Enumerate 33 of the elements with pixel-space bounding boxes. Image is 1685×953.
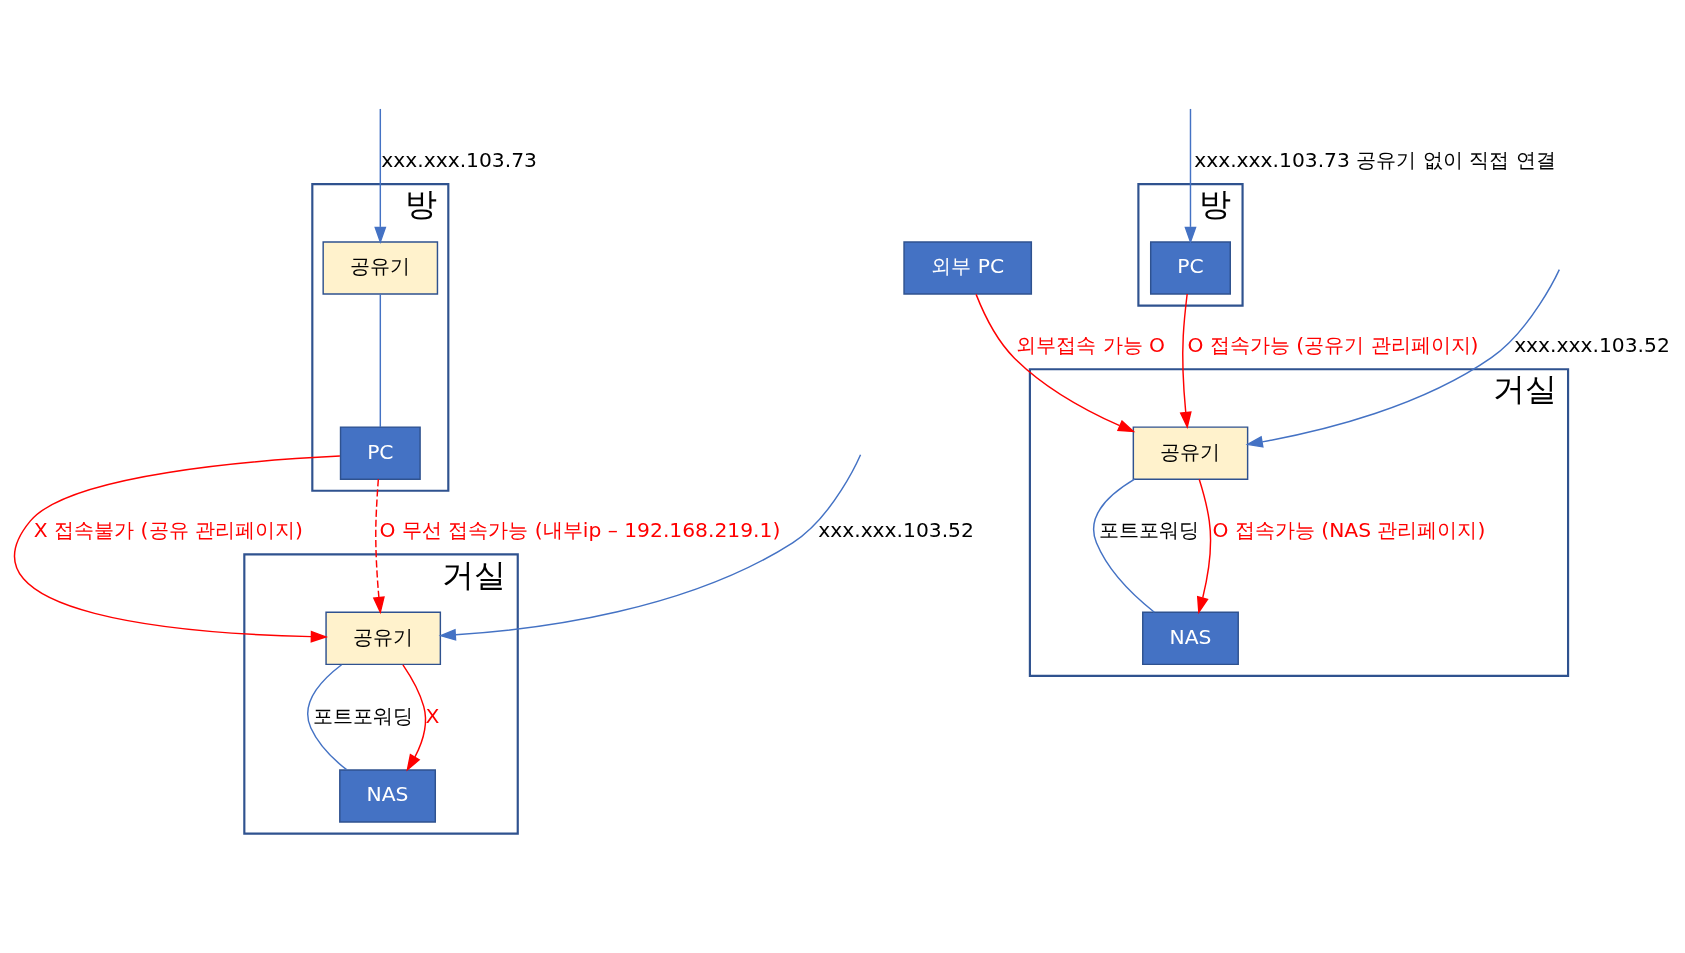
arrow (975, 293, 1136, 433)
edge-label: xxx.xxx.103.73 (381, 147, 537, 172)
arrow (1196, 478, 1212, 615)
node-box: 외부 PC (903, 241, 1033, 295)
arrow (402, 664, 427, 772)
arrow (14, 455, 341, 643)
arrow (438, 454, 862, 641)
edge-label: O 무선 접속가능 (내부ip – 192.168.219.1) (379, 518, 781, 543)
connector (379, 293, 382, 428)
node-box: 공유기 (322, 241, 439, 295)
edge-label: 포트포워딩 (1098, 518, 1199, 543)
edge-label: X (425, 703, 440, 728)
node-box: 공유기 (325, 611, 442, 666)
edge-label: xxx.xxx.103.73 공유기 없이 직접 연결 (1194, 147, 1556, 172)
node-box: NAS (1142, 611, 1239, 666)
node-box: PC (1149, 241, 1231, 295)
connector (307, 664, 348, 771)
arrow (372, 478, 385, 615)
connector (1092, 478, 1156, 613)
edge-label: O 접속가능 (NAS 관리페이지) (1212, 518, 1486, 543)
node-box: PC (339, 426, 421, 480)
edge-label: O 접속가능 (공유기 관리페이지) (1187, 333, 1479, 358)
arrow (1184, 108, 1197, 245)
edge-label: xxx.xxx.103.52 (1514, 333, 1670, 358)
edge-label: 외부접속 가능 O (1016, 333, 1166, 358)
edge-label: xxx.xxx.103.52 (818, 518, 974, 543)
edge-label: 포트포워딩 (312, 703, 413, 728)
node-box: 공유기 (1132, 426, 1249, 480)
node-box: NAS (339, 769, 436, 823)
edge-label: X 접속불가 (공유 관리페이지) (33, 518, 303, 543)
arrow (374, 108, 387, 245)
arrow (1245, 268, 1561, 448)
arrow (1179, 293, 1192, 430)
